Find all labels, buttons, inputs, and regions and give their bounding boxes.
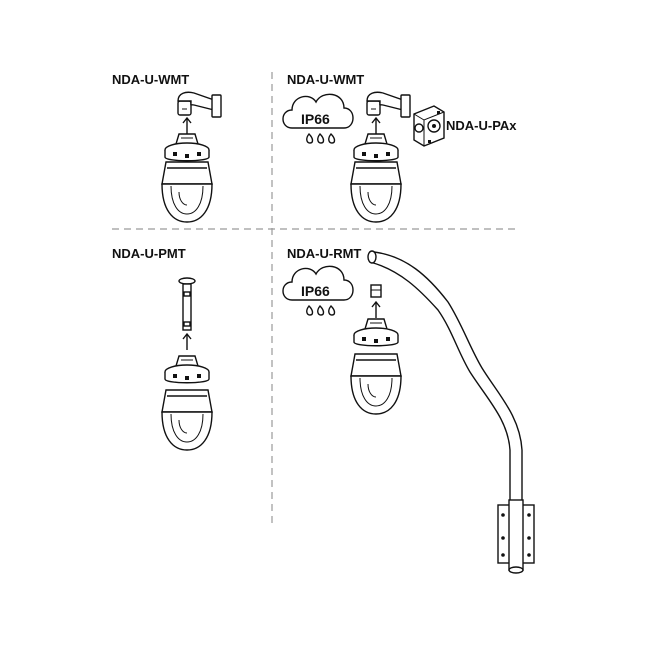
ip66-badge: IP66 xyxy=(301,283,330,299)
mount-adapter-icon xyxy=(353,318,399,347)
up-arrow-icon xyxy=(371,117,381,135)
panel-label: NDA-U-RMT xyxy=(287,246,361,261)
dome-camera-icon xyxy=(161,161,213,223)
up-arrow-icon xyxy=(371,301,381,319)
wall-mount-arm-icon xyxy=(366,91,411,118)
panel-top-left: NDA-U-WMT xyxy=(112,72,222,223)
dome-camera-icon xyxy=(350,161,402,223)
ip66-badge: IP66 xyxy=(301,111,330,127)
panel-label: NDA-U-WMT xyxy=(287,72,364,87)
power-adapter-box-icon xyxy=(413,105,445,147)
up-arrow-icon xyxy=(182,117,192,135)
pole-adapter-icon xyxy=(370,284,382,298)
pendant-pipe-icon xyxy=(178,277,196,331)
panel-label: NDA-U-PMT xyxy=(112,246,186,261)
wall-mount-arm-icon xyxy=(177,91,222,118)
roof-mount-pole-icon xyxy=(367,250,535,574)
up-arrow-icon xyxy=(182,333,192,351)
panel-label: NDA-U-WMT xyxy=(112,72,189,87)
panel-bottom-left: NDA-U-PMT xyxy=(112,246,213,451)
panel-bottom-right: NDA-U-RMT IP66 xyxy=(282,246,535,574)
ip66-cloud-icon: IP66 xyxy=(282,265,354,316)
dome-camera-icon xyxy=(350,353,402,415)
accessory-label: NDA-U-PAx xyxy=(446,118,517,133)
mount-adapter-icon xyxy=(353,133,399,162)
ip66-cloud-icon: IP66 xyxy=(282,93,354,144)
dome-camera-icon xyxy=(161,389,213,451)
mount-adapter-icon xyxy=(164,133,210,162)
mount-adapter-icon xyxy=(164,355,210,384)
panel-top-right: NDA-U-WMT IP66 NDA-U-PAx xyxy=(282,72,517,223)
